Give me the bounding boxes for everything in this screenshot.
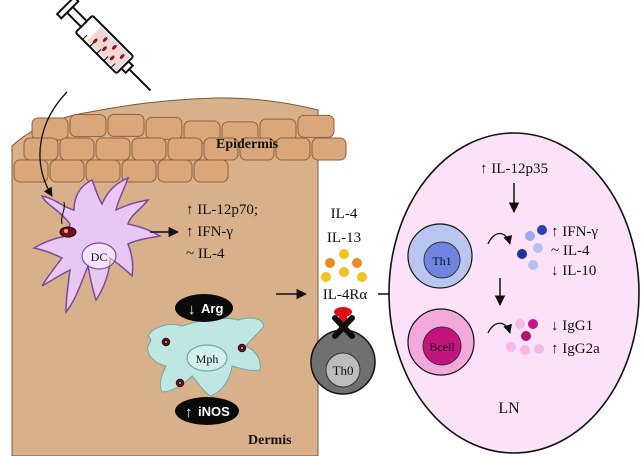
arg-direction: ↓ (188, 301, 196, 318)
th1-cytokine-1: ↑ IFN-γ (551, 224, 598, 240)
inos-direction: ↑ (185, 404, 193, 421)
block-x-icon (332, 315, 355, 339)
epidermis-cell (275, 137, 311, 161)
epidermis-cell (107, 113, 145, 137)
dermis-label: Dermis (248, 433, 292, 448)
dc-cytokine-2: ↑ IFN-γ (186, 224, 233, 240)
epidermis-cell (145, 116, 183, 140)
th1-nucleus (423, 241, 461, 279)
macrophage-nucleus (186, 344, 228, 372)
epidermis-cell (49, 159, 85, 183)
th0-signal-il4: IL-4 (331, 206, 358, 222)
th1-secretion-arrow (487, 232, 513, 245)
epidermis-cell (157, 159, 193, 183)
dc-cytokine-3: ~ IL-4 (186, 246, 225, 262)
il4-receptor-icon (334, 307, 352, 330)
macrophage-parasites (161, 337, 247, 388)
th1-cytokine-dots (517, 225, 547, 270)
ln-label: LN (498, 400, 520, 417)
epidermis-label: Epidermis (216, 137, 279, 152)
dc-label: DC (91, 250, 108, 264)
dc-cytokine-1: ↑ IL-12p70; (186, 202, 258, 218)
epidermis-cell (59, 137, 95, 161)
epidermis-cell (69, 114, 107, 138)
th1-cytokine-3: ↓ IL-10 (551, 263, 596, 279)
bcell-label: Bcell (429, 340, 455, 354)
th0-signal-receptor: IL-4Rα (323, 287, 368, 303)
dc-nucleus (81, 242, 117, 270)
epidermis-cells (13, 113, 347, 183)
epidermis-cell (193, 159, 229, 183)
th0-label: Th0 (333, 363, 354, 378)
epidermis-cell (131, 137, 167, 161)
epidermis-cell (121, 159, 157, 183)
th1-label: Th1 (432, 254, 451, 268)
inos-badge (175, 397, 239, 425)
th1-cytokine-2: ~ IL-4 (551, 243, 590, 259)
epidermis-cell (167, 137, 203, 161)
epidermis-cell (13, 159, 49, 183)
epidermis-cell (239, 137, 275, 161)
epidermis-cell (85, 159, 121, 183)
bcell-secretion-arrow (487, 322, 512, 334)
syringe-icon (55, 0, 152, 92)
bcell-antibody-2: ↑ IgG2a (551, 341, 600, 357)
injection-path (39, 91, 68, 197)
bcell-antibody-1: ↓ IgG1 (551, 318, 593, 334)
arg-label: Arg (201, 301, 223, 316)
cytokine-dots (321, 249, 367, 282)
antibody-dots (506, 319, 544, 355)
ln-top-cytokine: ↑ IL-12p35 (480, 161, 548, 177)
inos-label: iNOS (198, 404, 230, 419)
mph-label: Mph (196, 352, 219, 366)
bcell-nucleus (422, 326, 462, 366)
epidermis-cell (31, 117, 69, 141)
th0-nucleus (325, 352, 361, 388)
epidermis-cell (311, 137, 347, 161)
parasite-icon (59, 201, 77, 238)
arg-badge (175, 294, 233, 322)
epidermis-cell (95, 137, 131, 161)
th0-signal-il13: IL-13 (327, 230, 361, 246)
epidermis-cell (297, 114, 335, 138)
